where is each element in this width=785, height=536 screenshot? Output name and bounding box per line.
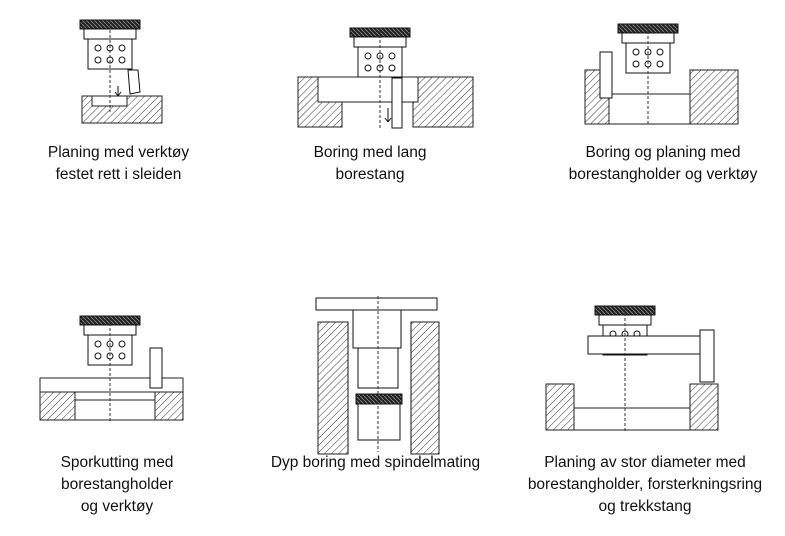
caption-panel-1: Planing med verktøy festet rett i sleide… — [47, 144, 190, 183]
caption-panel-6: Planing av stor diameter med borestangho… — [527, 454, 763, 515]
diagram-boring-facing-holder — [584, 23, 739, 126]
caption-panel-2: Boring med lang borestang — [313, 144, 427, 183]
diagram-deep-boring-spindle — [315, 296, 440, 455]
caption-panel-5: Dyp boring med spindelmating — [270, 454, 481, 471]
diagram-grooving — [39, 315, 184, 422]
diagram-boring-long-bar — [297, 27, 474, 130]
diagram-planing-direct-slide — [79, 19, 163, 124]
diagram-large-facing-reinforcement — [545, 305, 719, 432]
caption-panel-3: Boring og planing med borestangholder og… — [568, 144, 758, 183]
caption-panel-4: Sporkutting med borestangholder og verkt… — [60, 454, 174, 515]
